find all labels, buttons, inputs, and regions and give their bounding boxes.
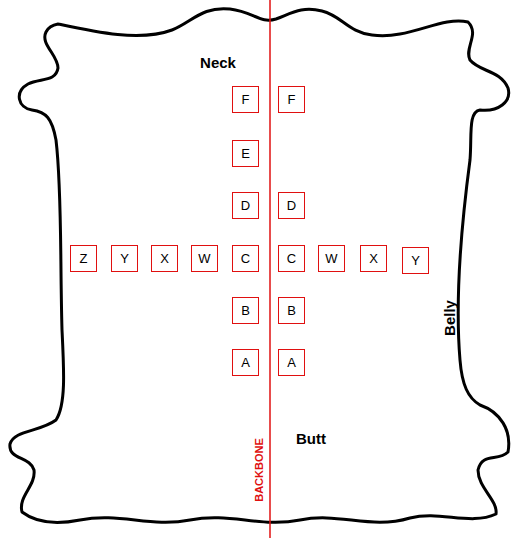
- sample-letter: Y: [411, 254, 420, 267]
- sample-box: A: [278, 349, 305, 376]
- sample-letter: A: [241, 356, 250, 369]
- sample-box: X: [151, 245, 178, 272]
- sample-letter: C: [241, 252, 250, 265]
- sample-box: D: [278, 192, 305, 219]
- sample-letter: W: [198, 252, 210, 265]
- region-label: Butt: [296, 431, 326, 446]
- region-label: Belly: [442, 300, 457, 336]
- sample-box: E: [232, 140, 259, 167]
- sample-letter: B: [241, 304, 250, 317]
- sample-letter: F: [288, 93, 296, 106]
- sample-box: C: [232, 245, 259, 272]
- sample-letter: A: [287, 356, 296, 369]
- region-label: Neck: [200, 55, 236, 70]
- sample-letter: W: [325, 252, 337, 265]
- hide-outline: [10, 9, 509, 523]
- sample-letter: Y: [120, 252, 129, 265]
- sample-letter: E: [241, 147, 250, 160]
- sample-box: W: [318, 245, 345, 272]
- sample-letter: D: [241, 199, 250, 212]
- sample-box: Y: [111, 245, 138, 272]
- sample-box: B: [278, 297, 305, 324]
- sample-letter: D: [287, 199, 296, 212]
- sample-box: F: [278, 86, 305, 113]
- sample-letter: F: [242, 93, 250, 106]
- sample-box: Z: [70, 245, 97, 272]
- sample-letter: Z: [80, 252, 88, 265]
- sample-letter: X: [369, 252, 378, 265]
- sample-letter: C: [287, 252, 296, 265]
- sample-box: W: [191, 245, 218, 272]
- sample-box: X: [360, 245, 387, 272]
- sample-box: Y: [402, 247, 429, 274]
- backbone-line: [269, 0, 271, 538]
- sample-box: F: [232, 86, 259, 113]
- sample-box: A: [232, 349, 259, 376]
- sample-box: D: [232, 192, 259, 219]
- sample-letter: B: [287, 304, 296, 317]
- sample-letter: X: [160, 252, 169, 265]
- sample-box: C: [278, 245, 305, 272]
- axis-label: BACKBONE: [254, 438, 265, 502]
- sample-box: B: [232, 297, 259, 324]
